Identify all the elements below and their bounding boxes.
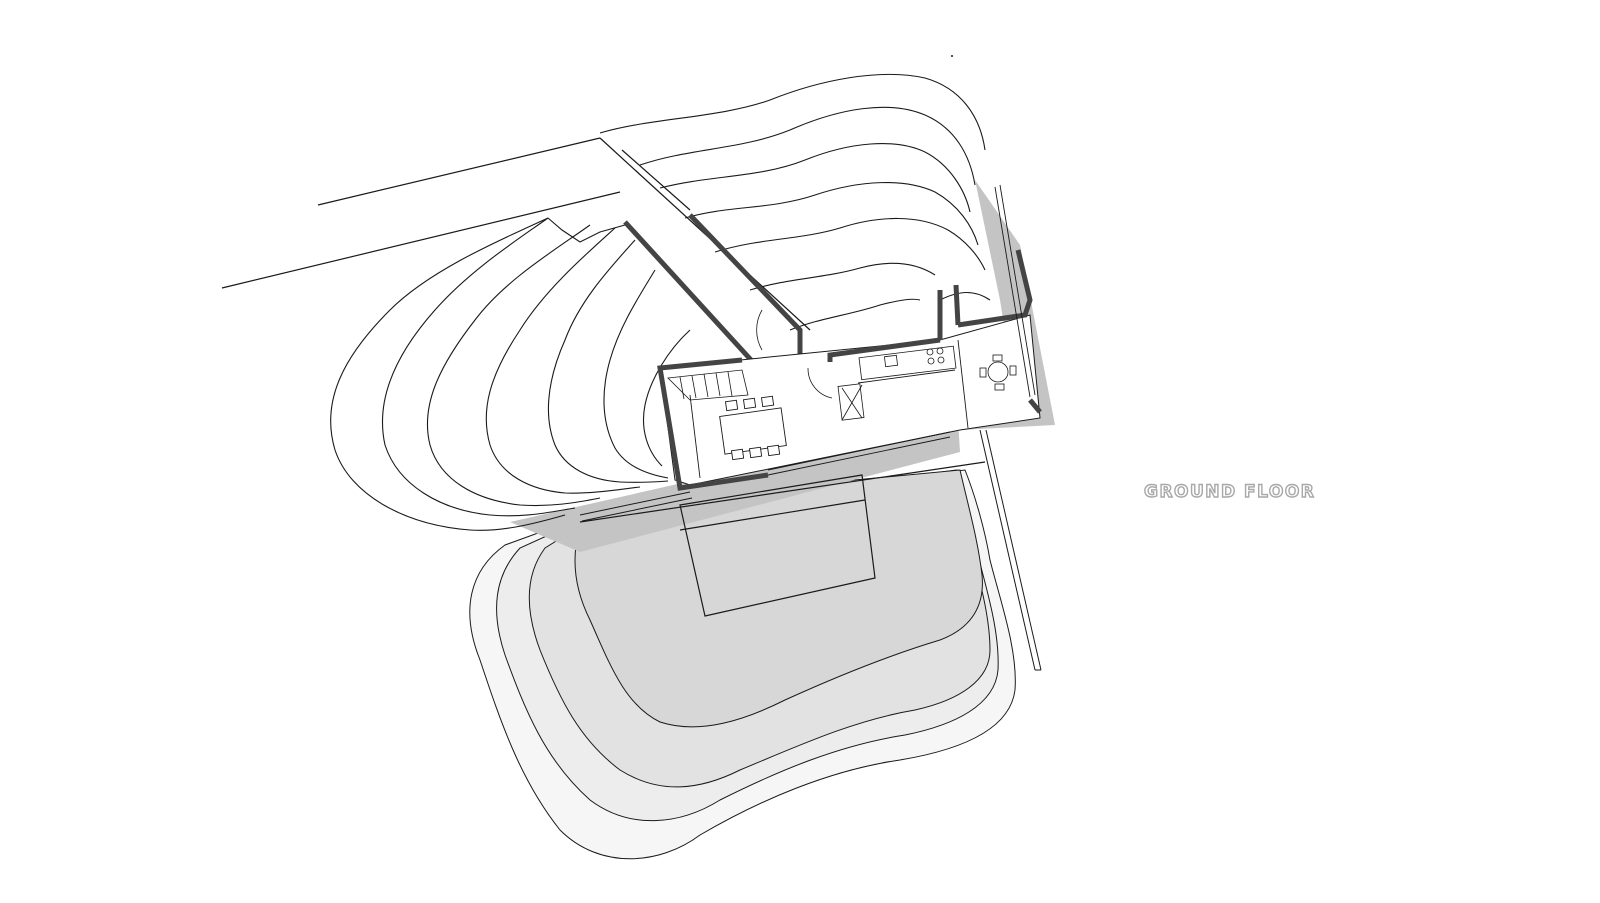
west-contour-6 xyxy=(603,269,669,479)
fireplace-diag-2 xyxy=(841,384,863,421)
house-group xyxy=(657,184,1042,491)
stair-tread-1 xyxy=(679,376,685,400)
wall-east-end xyxy=(1028,398,1042,414)
dining-set xyxy=(719,395,787,461)
door-swing-ramp xyxy=(756,309,763,351)
ne-contour-7 xyxy=(789,298,921,331)
chair-n1 xyxy=(724,399,739,412)
hob-burner-4 xyxy=(937,356,945,364)
glazing-lines xyxy=(689,184,1036,479)
glazing-south-1 xyxy=(767,436,951,476)
ne-contour-8 xyxy=(939,291,991,301)
wall-core-b xyxy=(953,284,961,326)
retaining-wall-a xyxy=(979,429,1036,671)
floor-label: GROUND FLOOR xyxy=(1143,481,1316,502)
north-mark xyxy=(951,55,953,57)
ramp-wall-south xyxy=(623,220,764,374)
west-contour-notch xyxy=(547,217,626,243)
west-contour-4 xyxy=(485,227,641,494)
terrace-edge-long xyxy=(579,461,986,523)
wall-north-east xyxy=(957,249,1033,328)
ne-contour-6 xyxy=(749,262,936,291)
partition-living xyxy=(957,339,969,429)
chair-n2 xyxy=(742,397,757,410)
round-chair-w xyxy=(979,367,987,378)
round-chair-n xyxy=(992,354,1003,362)
kitchen-fittings xyxy=(837,345,957,421)
west-contour-3 xyxy=(426,224,601,507)
west-contour-5 xyxy=(547,239,669,483)
hob-burner-2 xyxy=(936,347,944,355)
wall-west xyxy=(657,357,769,491)
glazing-south-2 xyxy=(767,431,951,471)
chair-s3 xyxy=(766,444,781,457)
stair-tread-3 xyxy=(703,373,709,398)
kitchen-counter-front xyxy=(857,369,956,384)
chair-n3 xyxy=(760,395,775,408)
west-contour-7 xyxy=(642,329,691,467)
driveway-edge-lower xyxy=(221,191,621,289)
stair-tread-5 xyxy=(727,371,733,397)
round-chair-e xyxy=(1009,365,1017,376)
ne-contour-5 xyxy=(714,217,986,271)
glazing-east-2 xyxy=(994,186,1031,398)
terrace-contour-4 xyxy=(574,469,983,728)
wall-north-kitchen xyxy=(827,337,941,362)
hob-burner-1 xyxy=(926,348,934,356)
ne-contour-1 xyxy=(599,73,986,151)
hob-burner-3 xyxy=(927,357,935,365)
west-contours xyxy=(330,217,691,531)
chair-s2 xyxy=(748,446,763,459)
pool-group xyxy=(579,461,986,617)
staircase xyxy=(667,369,749,401)
ramp-wall-north xyxy=(688,213,803,355)
pool-outline xyxy=(679,474,876,617)
driveway-group xyxy=(221,137,811,331)
stair-tread-4 xyxy=(715,372,721,397)
retaining-wall-b xyxy=(985,429,1042,671)
retaining-wall-group xyxy=(979,429,1042,671)
lower-terrace-group xyxy=(469,469,1016,860)
sw-strip-a xyxy=(579,491,691,516)
exterior-walls xyxy=(657,249,1042,491)
pool-edge-line xyxy=(679,499,866,531)
door-swings xyxy=(756,309,833,399)
ramp-edge-inner xyxy=(621,149,691,211)
partition-stair xyxy=(689,394,701,479)
driveway-edge-upper xyxy=(317,137,601,206)
ne-contour-3 xyxy=(659,143,971,213)
chair-s1 xyxy=(730,448,745,461)
ne-contour-2 xyxy=(639,106,976,186)
ramp-walls xyxy=(623,213,803,374)
glazing-east-1 xyxy=(999,184,1036,396)
sw-edge-strip xyxy=(579,491,693,522)
sink xyxy=(883,354,899,368)
west-contour-2 xyxy=(381,217,576,517)
sw-strip-b xyxy=(581,497,693,522)
round-table xyxy=(987,361,1009,383)
northeast-contours xyxy=(599,73,991,331)
door-swing-entry xyxy=(807,367,833,399)
stair-tread-2 xyxy=(691,375,697,399)
west-contour-1 xyxy=(330,217,566,531)
round-chair-s xyxy=(994,383,1005,391)
ne-contour-4 xyxy=(684,182,979,246)
east-table-set xyxy=(979,354,1017,391)
